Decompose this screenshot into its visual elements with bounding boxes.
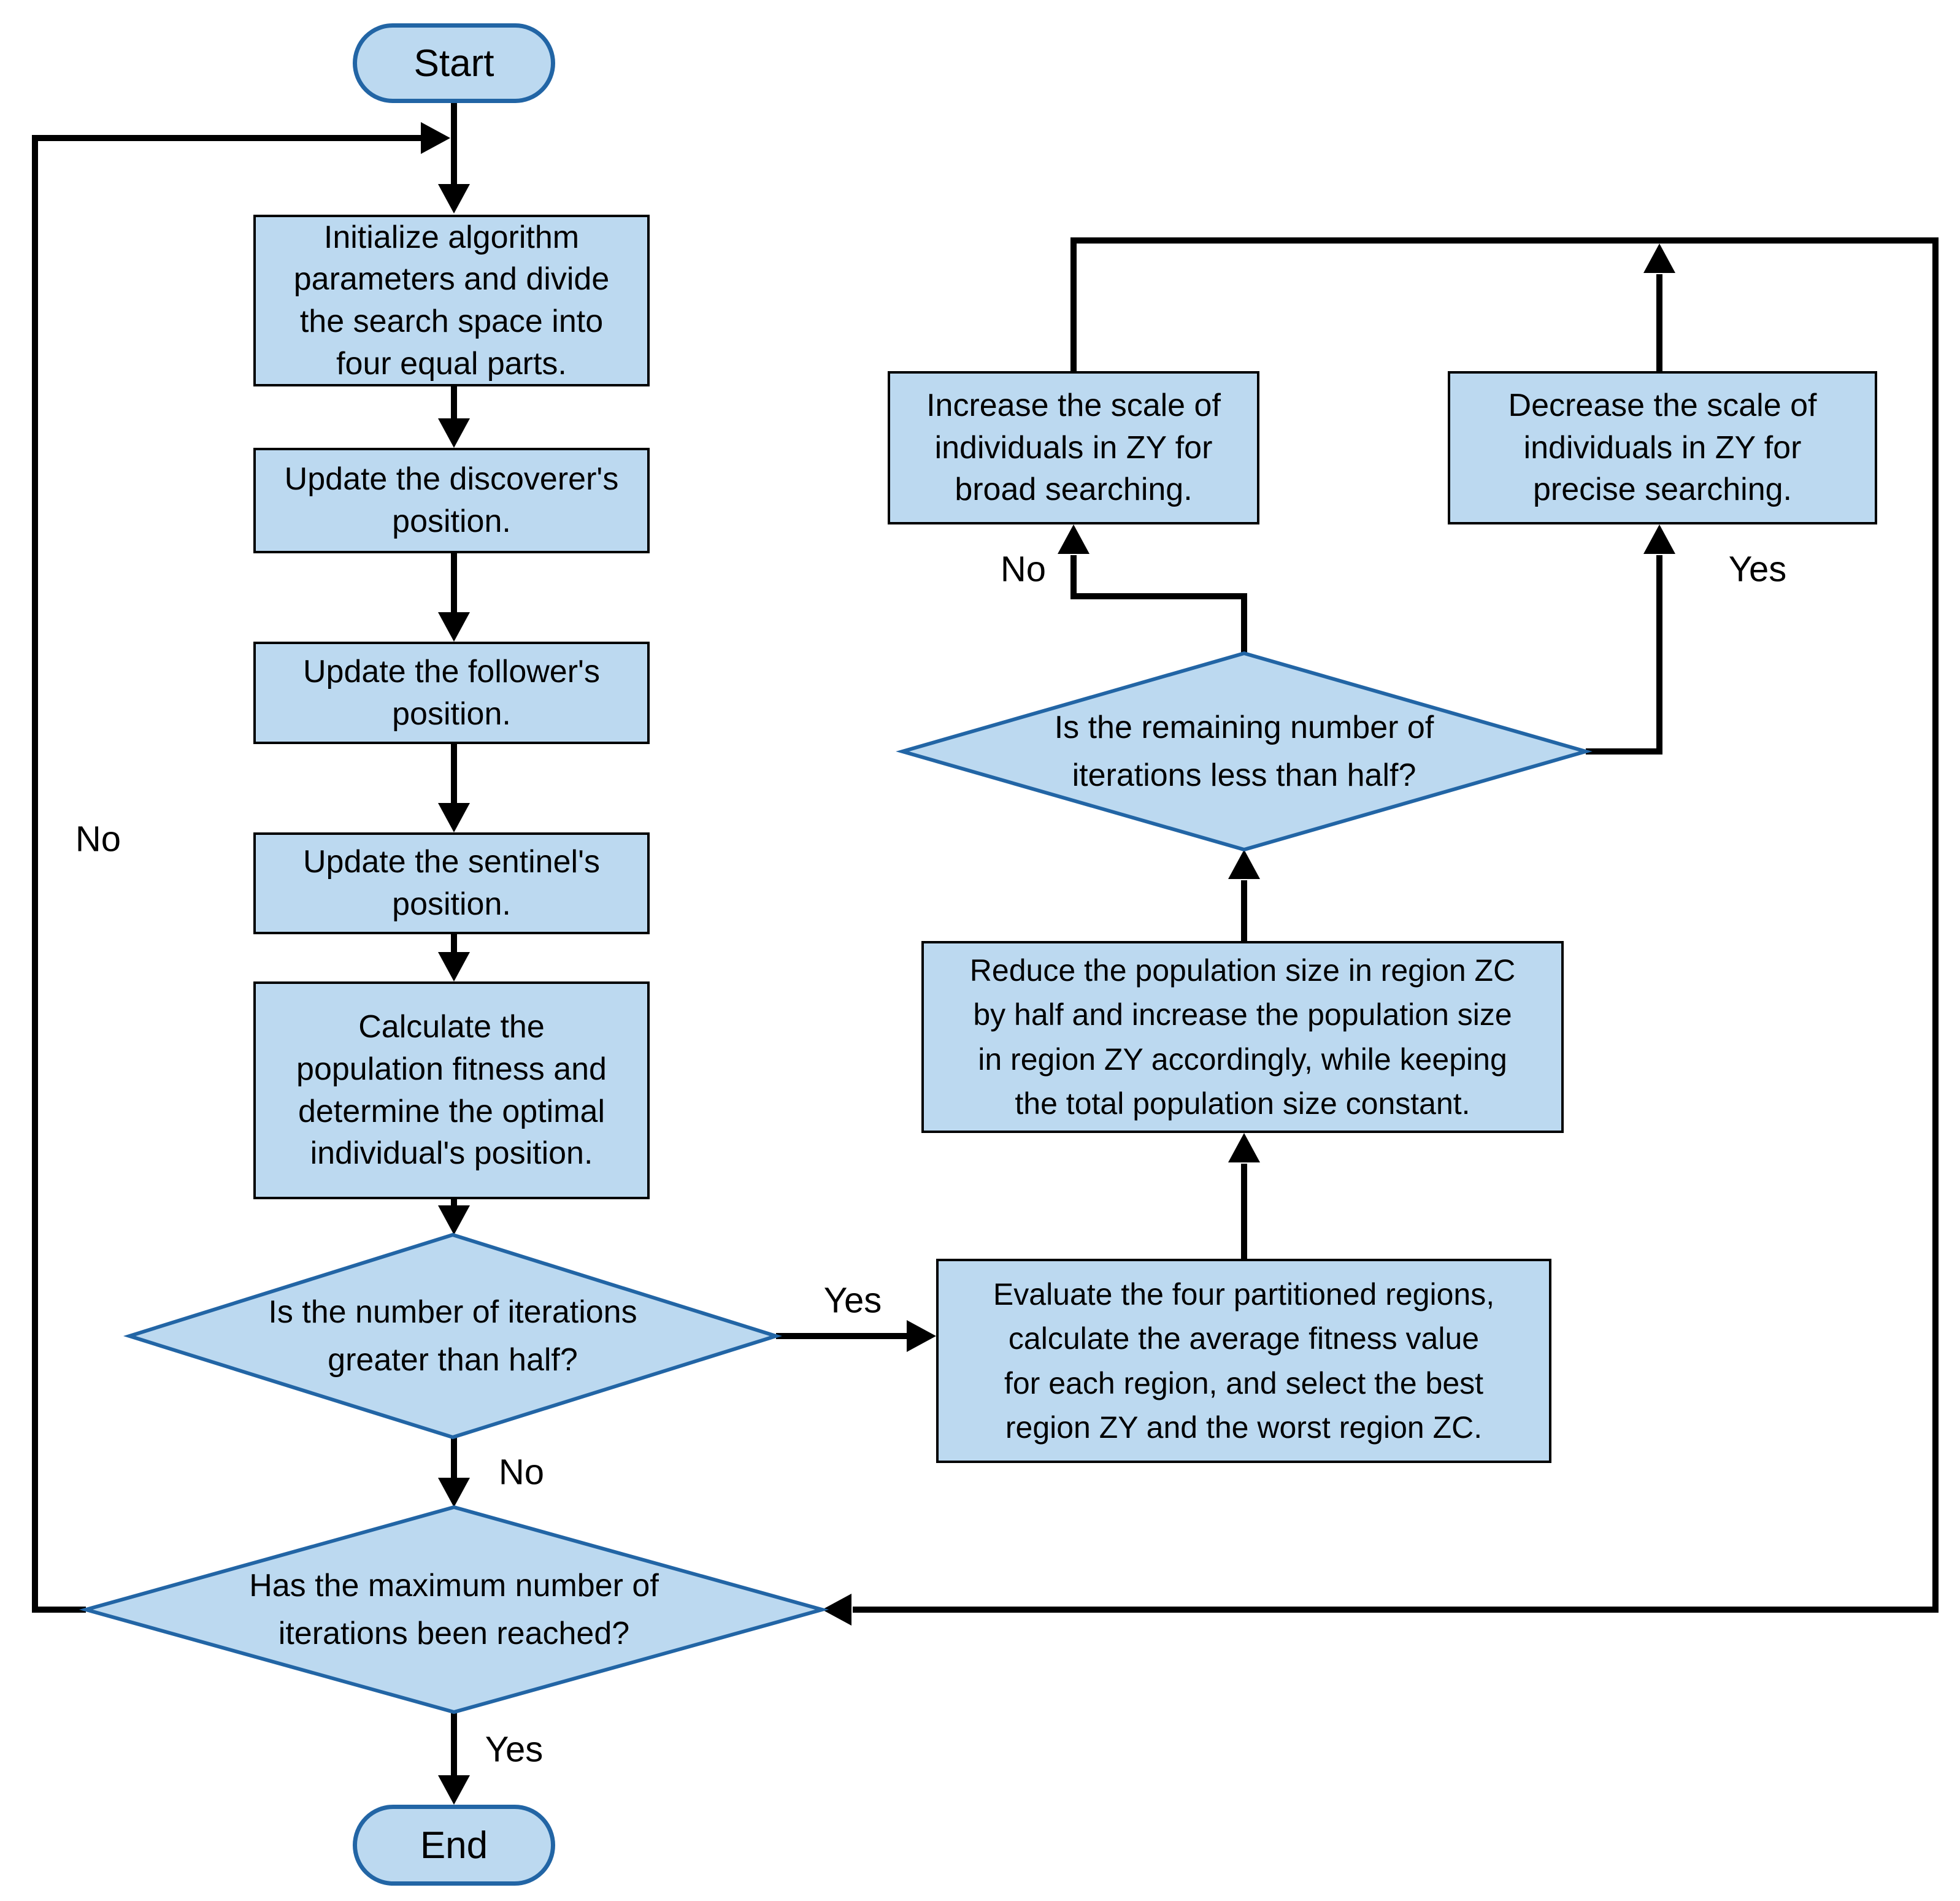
edge-start-initialize xyxy=(438,103,470,213)
edge-increase-merge-decision2 xyxy=(822,237,1939,1626)
edge-max-iter-no-loopback xyxy=(32,122,450,1613)
label-decision3-yes: Yes xyxy=(1728,549,1787,590)
edge-evaluate-reduce xyxy=(1228,1133,1260,1259)
label-decision3-no: No xyxy=(1000,549,1047,590)
arrowhead-decision2 xyxy=(438,1478,470,1507)
process-update-discoverer: Update the discoverer's position. xyxy=(253,448,650,553)
process-update-sentinel: Update the sentinel's position. xyxy=(253,832,650,934)
edge-sentinel-calculate xyxy=(438,934,470,981)
arrowhead-decrease xyxy=(1643,524,1675,554)
start-terminal: Start xyxy=(353,23,555,103)
edge-decision1-no-decision2 xyxy=(438,1437,470,1507)
arrowhead-increase xyxy=(1058,524,1090,554)
arrowhead-merge-junction xyxy=(1643,244,1675,273)
arrowhead-into-main-line xyxy=(421,122,450,154)
process-update-follower: Update the follower's position. xyxy=(253,642,650,744)
end-terminal: End xyxy=(353,1805,555,1886)
edge-follower-sentinel xyxy=(438,744,470,832)
process-evaluate-regions: Evaluate the four partitioned regions, c… xyxy=(936,1259,1551,1463)
decision-max-iterations-reached xyxy=(79,1505,829,1715)
process-reduce-population: Reduce the population size in region ZC … xyxy=(921,941,1564,1133)
arrowhead-into-decision2-right xyxy=(822,1594,851,1626)
label-decision1-yes: Yes xyxy=(823,1280,882,1321)
process-initialize-parameters: Initialize algorithm parameters and divi… xyxy=(253,215,650,386)
label-decision2-yes: Yes xyxy=(485,1729,544,1770)
edge-decision3-no-increase xyxy=(1058,524,1247,653)
edge-decrease-merge xyxy=(1643,244,1675,371)
arrowhead-sentinel xyxy=(438,803,470,832)
arrowhead-decision3 xyxy=(1228,850,1260,879)
decision-iterations-greater-than-half xyxy=(123,1232,783,1440)
arrowhead-reduce xyxy=(1228,1133,1260,1162)
process-calculate-fitness: Calculate the population fitness and det… xyxy=(253,981,650,1199)
arrowhead-initialize xyxy=(438,184,470,213)
decision-remaining-iterations-less-than-half xyxy=(896,651,1593,852)
edge-initialize-discoverer xyxy=(438,386,470,448)
edge-decision1-yes-evaluate xyxy=(776,1320,936,1352)
edge-reduce-decision3 xyxy=(1228,850,1260,941)
edge-calculate-decision1 xyxy=(438,1199,470,1235)
arrowhead-evaluate xyxy=(907,1320,936,1352)
arrowhead-end xyxy=(438,1775,470,1805)
arrowhead-discoverer xyxy=(438,418,470,448)
arrowhead-calculate xyxy=(438,952,470,981)
edge-decision2-yes-end xyxy=(438,1712,470,1805)
arrowhead-decision1 xyxy=(438,1205,470,1235)
label-decision2-no: No xyxy=(75,819,121,859)
arrowhead-follower xyxy=(438,612,470,642)
process-decrease-scale: Decrease the scale of individuals in ZY … xyxy=(1448,371,1877,524)
edge-decision3-yes-decrease xyxy=(1586,524,1675,755)
process-increase-scale: Increase the scale of individuals in ZY … xyxy=(888,371,1259,524)
edge-discoverer-follower xyxy=(438,553,470,642)
label-decision1-no: No xyxy=(498,1452,545,1492)
